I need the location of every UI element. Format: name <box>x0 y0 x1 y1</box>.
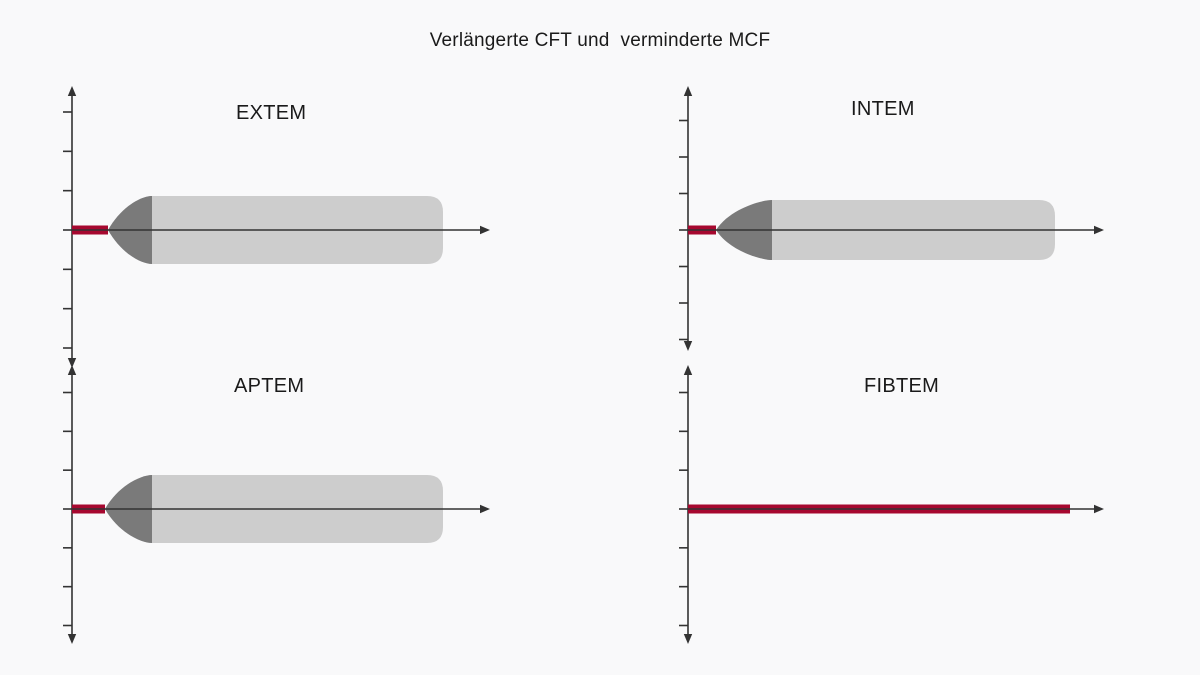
y-axis-arrow-bottom-extem <box>67 358 77 368</box>
y-axis-arrow-top-aptem <box>67 365 77 375</box>
y-axis-arrow-bottom-aptem <box>67 634 77 644</box>
y-axis-arrow-top-fibtem <box>683 365 693 375</box>
panel-label-extem: EXTEM <box>236 102 307 124</box>
y-axis-arrow-top-extem <box>67 86 77 96</box>
x-axis-arrow-intem <box>1094 225 1104 235</box>
panel-label-fibtem: FIBTEM <box>864 375 940 397</box>
x-axis-arrow-extem <box>480 225 490 235</box>
y-axis-arrow-top-intem <box>683 86 693 96</box>
figure-title: Verlängerte CFT und verminderte MCF <box>429 30 771 51</box>
y-axis-arrow-bottom-intem <box>683 341 693 351</box>
x-axis-arrow-aptem <box>480 504 490 514</box>
x-axis-arrow-fibtem <box>1094 504 1104 514</box>
y-axis-arrow-bottom-fibtem <box>683 634 693 644</box>
panel-label-aptem: APTEM <box>234 375 305 397</box>
panel-label-intem: INTEM <box>851 98 915 120</box>
